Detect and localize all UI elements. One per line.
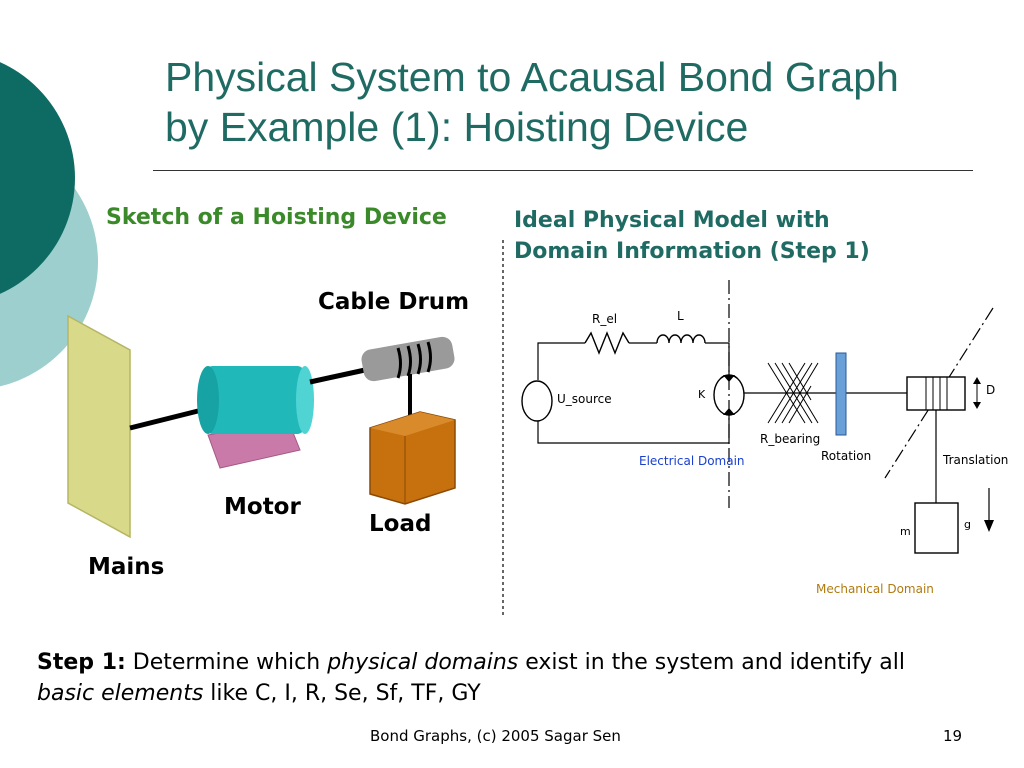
left-heading: Sketch of a Hoisting Device	[106, 205, 447, 230]
u-source-label: U_source	[557, 392, 612, 406]
title-divider	[153, 170, 973, 171]
step-label: Step 1:	[37, 650, 126, 675]
emphasis-basic-elements: basic elements	[37, 681, 204, 706]
cable-drum-label: Cable Drum	[318, 289, 470, 315]
drum-cable-windings	[396, 341, 432, 379]
mains-panel	[67, 314, 131, 539]
title-line-2: by Example (1): Hoisting Device	[165, 104, 749, 150]
load-label: Load	[369, 511, 432, 537]
page-number: 19	[943, 727, 963, 745]
d-label: D	[986, 383, 995, 397]
right-heading-line-2: Domain Information (Step 1)	[514, 239, 870, 264]
l-label: L	[677, 309, 684, 323]
motor-end-far	[296, 366, 314, 434]
step-description: Step 1: Determine which physical domains…	[37, 650, 906, 706]
column-separator	[502, 240, 504, 615]
shaft-mains-motor	[129, 405, 211, 431]
mains-label: Mains	[88, 554, 165, 580]
shaft-motor-drum	[309, 367, 366, 385]
u-source-symbol	[521, 380, 553, 422]
mass-m-label: m	[900, 525, 911, 538]
r-el-resistor	[584, 331, 630, 355]
motor-end	[197, 366, 219, 434]
rotation-label: Rotation	[821, 449, 871, 463]
mass-m-box	[914, 502, 959, 554]
l-inductor	[656, 334, 706, 344]
electrical-domain-label: Electrical Domain	[639, 454, 745, 468]
emphasis-physical-domains: physical domains	[327, 650, 519, 675]
drum-box	[906, 376, 966, 411]
rotation-inertia	[835, 352, 847, 436]
slide-title: Physical System to Acausal Bond Graph by…	[165, 52, 1005, 152]
dark-circle	[0, 62, 75, 294]
ideal-physical-model: R_el L U_source K R_bearing Rotation D T…	[521, 280, 1008, 596]
load-top	[370, 412, 455, 436]
footer-credit: Bond Graphs, (c) 2005 Sagar Sen	[370, 727, 621, 745]
cable-drum	[361, 336, 455, 382]
motor-body	[205, 366, 305, 434]
title-line-1: Physical System to Acausal Bond Graph	[165, 54, 899, 100]
mechanical-domain-label: Mechanical Domain	[816, 582, 934, 596]
hoisting-device-sketch	[67, 314, 456, 539]
r-bearing-symbol	[767, 362, 819, 424]
r-bearing-label: R_bearing	[760, 432, 820, 446]
k-label: K	[698, 388, 706, 401]
right-heading: Ideal Physical Model with Domain Informa…	[514, 205, 870, 267]
translation-label: Translation	[942, 453, 1008, 467]
gravity-arrow	[984, 520, 994, 532]
motor-label: Motor	[224, 494, 301, 520]
right-heading-line-1: Ideal Physical Model with	[514, 208, 830, 233]
r-el-label: R_el	[592, 312, 617, 326]
gravity-g-label: g	[964, 518, 971, 531]
